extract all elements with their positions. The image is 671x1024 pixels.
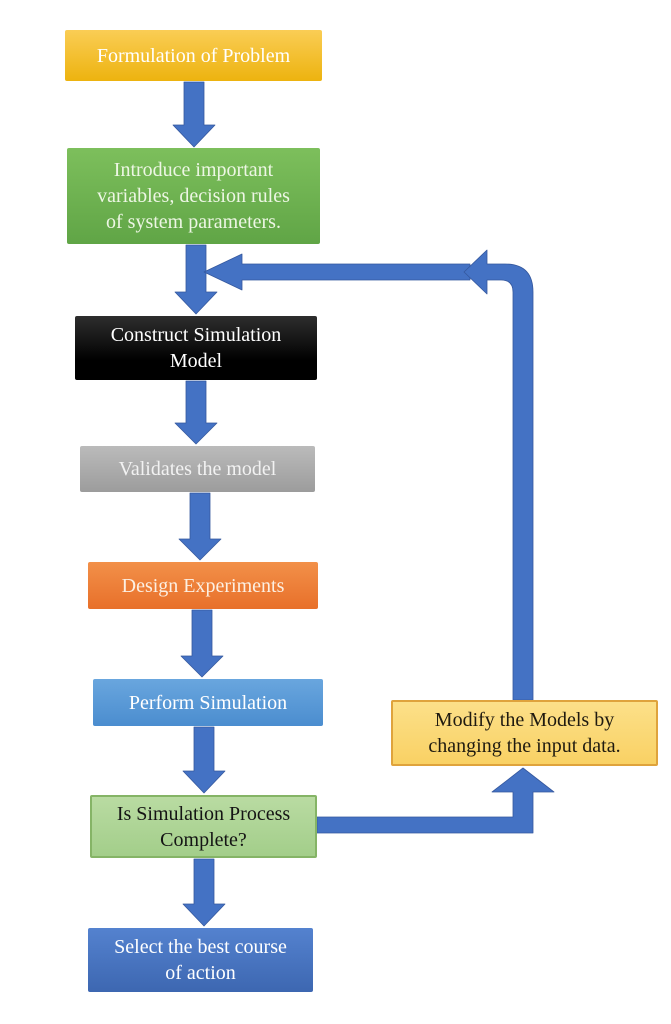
node-introduce-variables: Introduce important variables, decision … [67,148,320,244]
node-design-experiments: Design Experiments [88,562,318,609]
node-label: Design Experiments [121,574,285,597]
node-label: Model [169,350,223,372]
node-label: changing the input data. [428,735,621,757]
arrow-perform-to-complete [182,726,226,794]
node-label: Validates the model [118,458,277,480]
node-label: of system parameters. [106,211,281,233]
node-label: of action [165,962,236,984]
arrow-formulation-to-variables [172,81,216,148]
node-select-best-course: Select the best course of action [88,928,313,992]
node-is-simulation-process-complete: Is Simulation Process Complete? [90,795,317,858]
node-label: Introduce important [113,159,274,181]
arrow-modify-feedback-loop [463,249,534,701]
arrow-complete-to-modify [316,767,555,834]
node-label: Is Simulation Process [116,802,291,825]
node-label: Formulation of Problem [96,44,291,67]
node-modify-the-models: Modify the Models by changing the input … [391,700,658,766]
node-label: Complete? [160,828,247,851]
arrow-construct-to-validates [174,380,218,445]
node-formulation-of-problem: Formulation of Problem [65,30,322,81]
node-label: Modify the Models by [434,709,615,731]
node-validates-the-model: Validates the model [80,446,315,492]
arrow-design-to-perform [180,609,224,678]
node-label: Construct Simulation [110,324,282,346]
node-label: variables, decision rules [97,185,290,207]
node-construct-simulation-model: Construct Simulation Model [75,316,317,380]
arrow-variables-to-construct [174,244,218,315]
node-perform-simulation: Perform Simulation [93,679,323,726]
arrow-complete-to-select [182,858,226,927]
node-label: Perform Simulation [128,691,288,714]
arrow-feedback-to-mainflow [203,253,471,291]
node-label: Select the best course [114,936,287,958]
arrow-validates-to-design [178,492,222,561]
